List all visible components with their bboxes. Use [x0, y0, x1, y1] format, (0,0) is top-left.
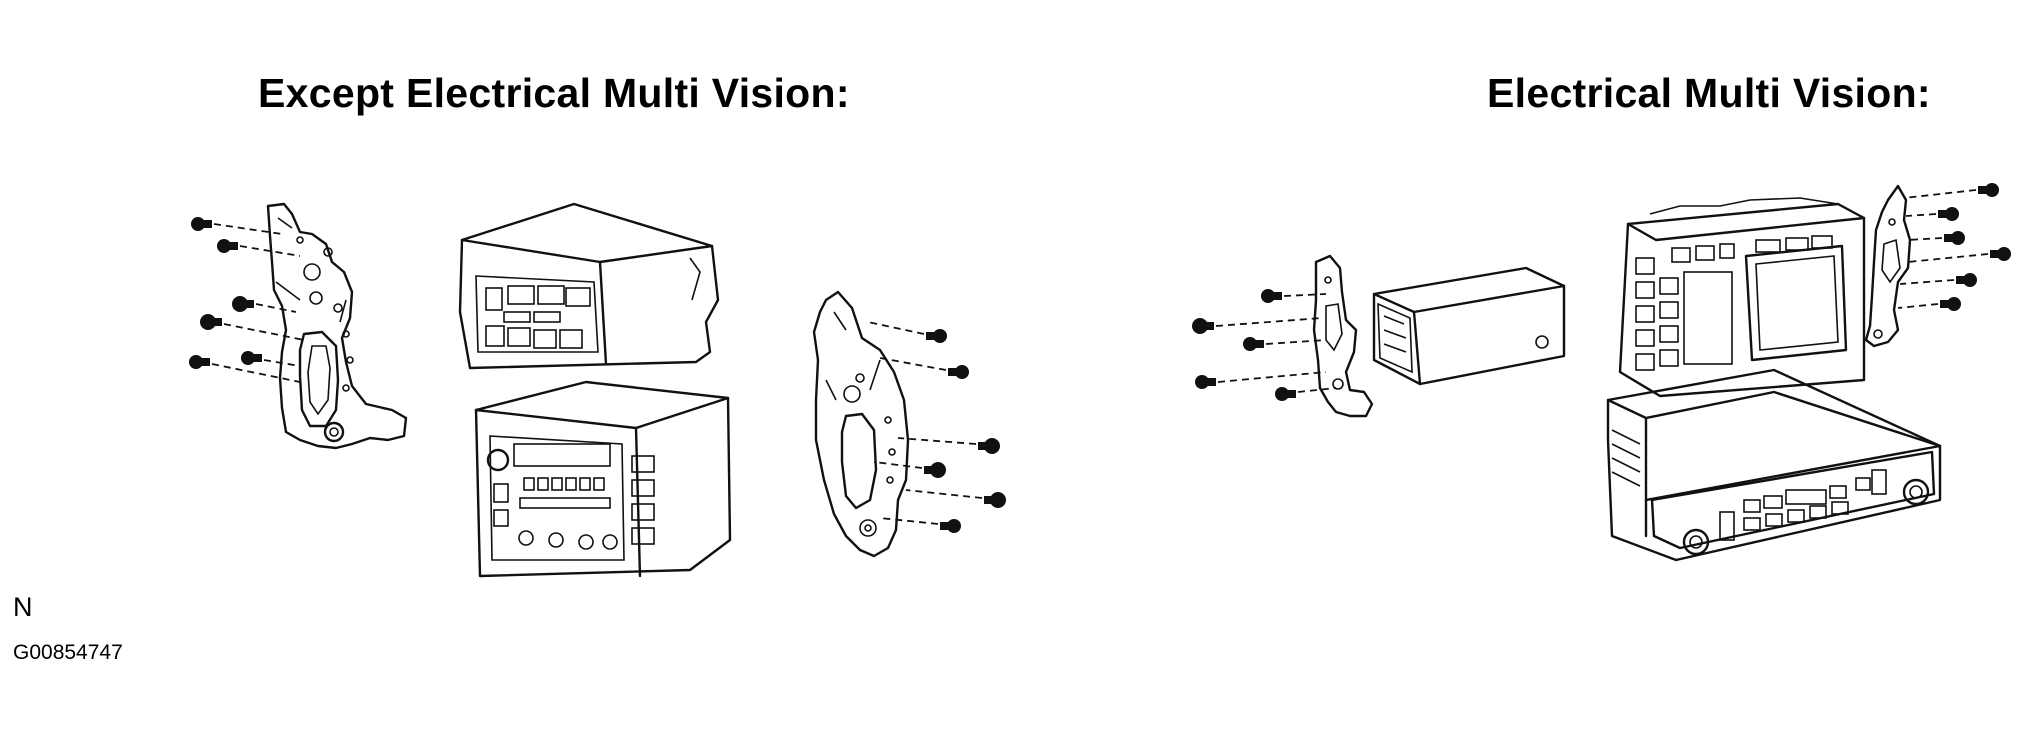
- screw: [897, 437, 1000, 454]
- screw: [1899, 273, 1977, 287]
- right-bracket-screws: [867, 321, 1006, 533]
- multi-vision-audio-climate-unit: [1606, 368, 1942, 562]
- screw: [232, 296, 297, 313]
- climate-control-panel: [458, 202, 720, 370]
- screw: [879, 357, 969, 379]
- left-mounting-bracket: [266, 202, 408, 450]
- multi-vision-display: [1618, 197, 1866, 398]
- screw: [1192, 317, 1323, 334]
- screw: [217, 239, 301, 257]
- screw: [905, 489, 1006, 508]
- screw: [879, 517, 961, 533]
- heading-electrical-multi-vision: Electrical Multi Vision:: [1487, 70, 1931, 116]
- screw: [1905, 207, 1959, 221]
- screw: [1195, 371, 1327, 389]
- audio-head-unit: [474, 380, 732, 578]
- screw: [867, 321, 947, 343]
- screw: [189, 355, 301, 383]
- figure-id: G00854747: [13, 641, 123, 664]
- screw: [873, 461, 946, 478]
- screw: [1897, 297, 1961, 311]
- navigation-control-module: [1372, 266, 1566, 386]
- screw: [1261, 289, 1327, 303]
- screw: [1907, 247, 2011, 263]
- heading-except-electrical-multi-vision: Except Electrical Multi Vision:: [258, 70, 850, 116]
- screw: [191, 217, 283, 235]
- screw: [200, 314, 305, 341]
- multi-vision-right-bracket: [1864, 184, 1912, 348]
- right-mounting-bracket: [812, 290, 910, 558]
- screw: [1275, 387, 1337, 401]
- multi-vision-left-screws: [1192, 289, 1337, 401]
- multi-vision-right-screws: [1897, 183, 2011, 311]
- left-bracket-screws: [189, 217, 305, 383]
- screw: [1907, 231, 1965, 245]
- screw: [1903, 183, 1999, 199]
- screw: [241, 351, 301, 367]
- figure-code-n: N: [13, 592, 33, 622]
- screw: [1243, 337, 1327, 351]
- multi-vision-left-bracket: [1312, 254, 1374, 418]
